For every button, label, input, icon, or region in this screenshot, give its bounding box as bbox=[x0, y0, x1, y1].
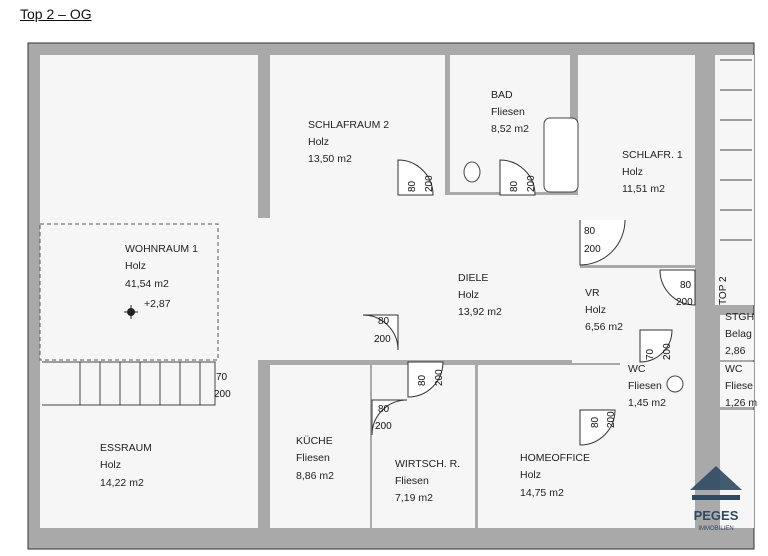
svg-text:WC: WC bbox=[725, 363, 743, 375]
svg-text:8,86 m2: 8,86 m2 bbox=[296, 470, 334, 482]
room-wohnraum: WOHNRAUM 1 Holz 41,54 m2 +2,87 bbox=[124, 243, 198, 319]
svg-text:Holz: Holz bbox=[308, 136, 329, 148]
svg-text:Holz: Holz bbox=[585, 304, 606, 316]
svg-text:VR: VR bbox=[585, 287, 600, 299]
svg-text:Holz: Holz bbox=[125, 260, 146, 272]
svg-text:Fliese: Fliese bbox=[725, 380, 753, 392]
svg-text:Fliesen: Fliesen bbox=[395, 475, 429, 487]
svg-text:SCHLAFR. 1: SCHLAFR. 1 bbox=[622, 149, 683, 161]
svg-text:SCHLAFRAUM 2: SCHLAFRAUM 2 bbox=[308, 119, 389, 131]
svg-text:200: 200 bbox=[424, 175, 435, 192]
svg-text:WIRTSCH. R.: WIRTSCH. R. bbox=[395, 458, 460, 470]
svg-text:1,26 m: 1,26 m bbox=[725, 397, 757, 409]
svg-text:41,54 m2: 41,54 m2 bbox=[125, 278, 169, 290]
svg-text:Fliesen: Fliesen bbox=[628, 380, 662, 392]
svg-text:14,22 m2: 14,22 m2 bbox=[100, 477, 144, 489]
stairs bbox=[42, 59, 752, 406]
svg-text:HOMEOFFICE: HOMEOFFICE bbox=[520, 452, 590, 464]
svg-text:WC: WC bbox=[628, 363, 646, 375]
plan-title: Top 2 – OG bbox=[20, 6, 92, 22]
svg-text:Holz: Holz bbox=[622, 166, 643, 178]
svg-text:80: 80 bbox=[407, 180, 418, 192]
svg-text:Holz: Holz bbox=[520, 469, 541, 481]
toilet-wc bbox=[666, 375, 684, 393]
svg-text:STGH: STGH bbox=[725, 311, 754, 323]
svg-text:+2,87: +2,87 bbox=[144, 298, 171, 310]
svg-text:Fliesen: Fliesen bbox=[491, 106, 525, 118]
svg-text:200: 200 bbox=[375, 421, 392, 432]
svg-text:2,86: 2,86 bbox=[725, 345, 746, 357]
svg-text:200: 200 bbox=[584, 244, 601, 255]
room-wc2: WC Fliese 1,26 m bbox=[725, 363, 757, 409]
svg-text:DIELE: DIELE bbox=[458, 272, 488, 284]
room-essraum: ESSRAUM Holz 14,22 m2 bbox=[100, 442, 152, 489]
doors bbox=[362, 159, 696, 446]
svg-text:Fliesen: Fliesen bbox=[296, 452, 330, 464]
room-schlafraum2: SCHLAFRAUM 2 Holz 13,50 m2 bbox=[308, 119, 389, 165]
svg-text:1,45 m2: 1,45 m2 bbox=[628, 397, 666, 409]
svg-text:200: 200 bbox=[606, 411, 617, 428]
room-bad: BAD Fliesen 8,52 m2 bbox=[491, 89, 529, 135]
room-stgh: STGH Belag 2,86 bbox=[725, 311, 754, 357]
room-schlafr1: SCHLAFR. 1 Holz 11,51 m2 bbox=[622, 149, 683, 195]
svg-text:200: 200 bbox=[526, 175, 537, 192]
svg-text:80: 80 bbox=[378, 404, 390, 415]
svg-text:6,56 m2: 6,56 m2 bbox=[585, 321, 623, 333]
peges-logo: PEGES IMMOBILIEN bbox=[690, 466, 742, 532]
toilet bbox=[463, 161, 481, 183]
svg-text:7,19 m2: 7,19 m2 bbox=[395, 492, 433, 504]
svg-text:70: 70 bbox=[645, 348, 656, 360]
svg-text:80: 80 bbox=[417, 374, 428, 386]
svg-text:PEGES: PEGES bbox=[694, 508, 739, 523]
svg-text:8,52 m2: 8,52 m2 bbox=[491, 123, 529, 135]
svg-text:70: 70 bbox=[216, 372, 228, 383]
door-labels: 80 200 80 200 80 200 80 200 80 200 80 20… bbox=[214, 175, 693, 432]
svg-text:13,92 m2: 13,92 m2 bbox=[458, 306, 502, 318]
svg-text:BAD: BAD bbox=[491, 89, 513, 101]
room-diele: DIELE Holz 13,92 m2 bbox=[458, 272, 502, 318]
room-kueche: KÜCHE Fliesen 8,86 m2 bbox=[296, 435, 334, 482]
svg-text:11,51 m2: 11,51 m2 bbox=[622, 183, 665, 195]
room-vr: VR Holz 6,56 m2 bbox=[585, 287, 623, 333]
svg-text:ESSRAUM: ESSRAUM bbox=[100, 442, 152, 454]
svg-text:200: 200 bbox=[662, 343, 673, 360]
svg-text:80: 80 bbox=[590, 416, 601, 428]
svg-text:80: 80 bbox=[584, 226, 596, 237]
svg-text:Holz: Holz bbox=[458, 289, 479, 301]
svg-text:80: 80 bbox=[378, 316, 390, 327]
room-homeoffice: HOMEOFFICE Holz 14,75 m2 bbox=[520, 452, 590, 499]
svg-text:200: 200 bbox=[374, 334, 391, 345]
room-wc: WC Fliesen 1,45 m2 bbox=[628, 363, 666, 409]
svg-text:200: 200 bbox=[214, 389, 231, 400]
svg-text:80: 80 bbox=[680, 280, 692, 291]
svg-text:KÜCHE: KÜCHE bbox=[296, 435, 333, 447]
svg-text:200: 200 bbox=[676, 297, 693, 308]
svg-text:200: 200 bbox=[434, 369, 445, 386]
svg-text:Holz: Holz bbox=[100, 459, 121, 471]
gallery-outline bbox=[39, 223, 219, 361]
unit-label: TOP 2 bbox=[718, 276, 729, 305]
svg-text:80: 80 bbox=[509, 180, 520, 192]
svg-text:WOHNRAUM 1: WOHNRAUM 1 bbox=[125, 243, 198, 255]
room-wirtsch: WIRTSCH. R. Fliesen 7,19 m2 bbox=[395, 458, 460, 504]
svg-text:13,50 m2: 13,50 m2 bbox=[308, 153, 352, 165]
bathtub bbox=[543, 117, 579, 193]
svg-text:Belag: Belag bbox=[725, 328, 752, 340]
svg-text:IMMOBILIEN: IMMOBILIEN bbox=[698, 526, 733, 532]
svg-text:14,75 m2: 14,75 m2 bbox=[520, 487, 564, 499]
